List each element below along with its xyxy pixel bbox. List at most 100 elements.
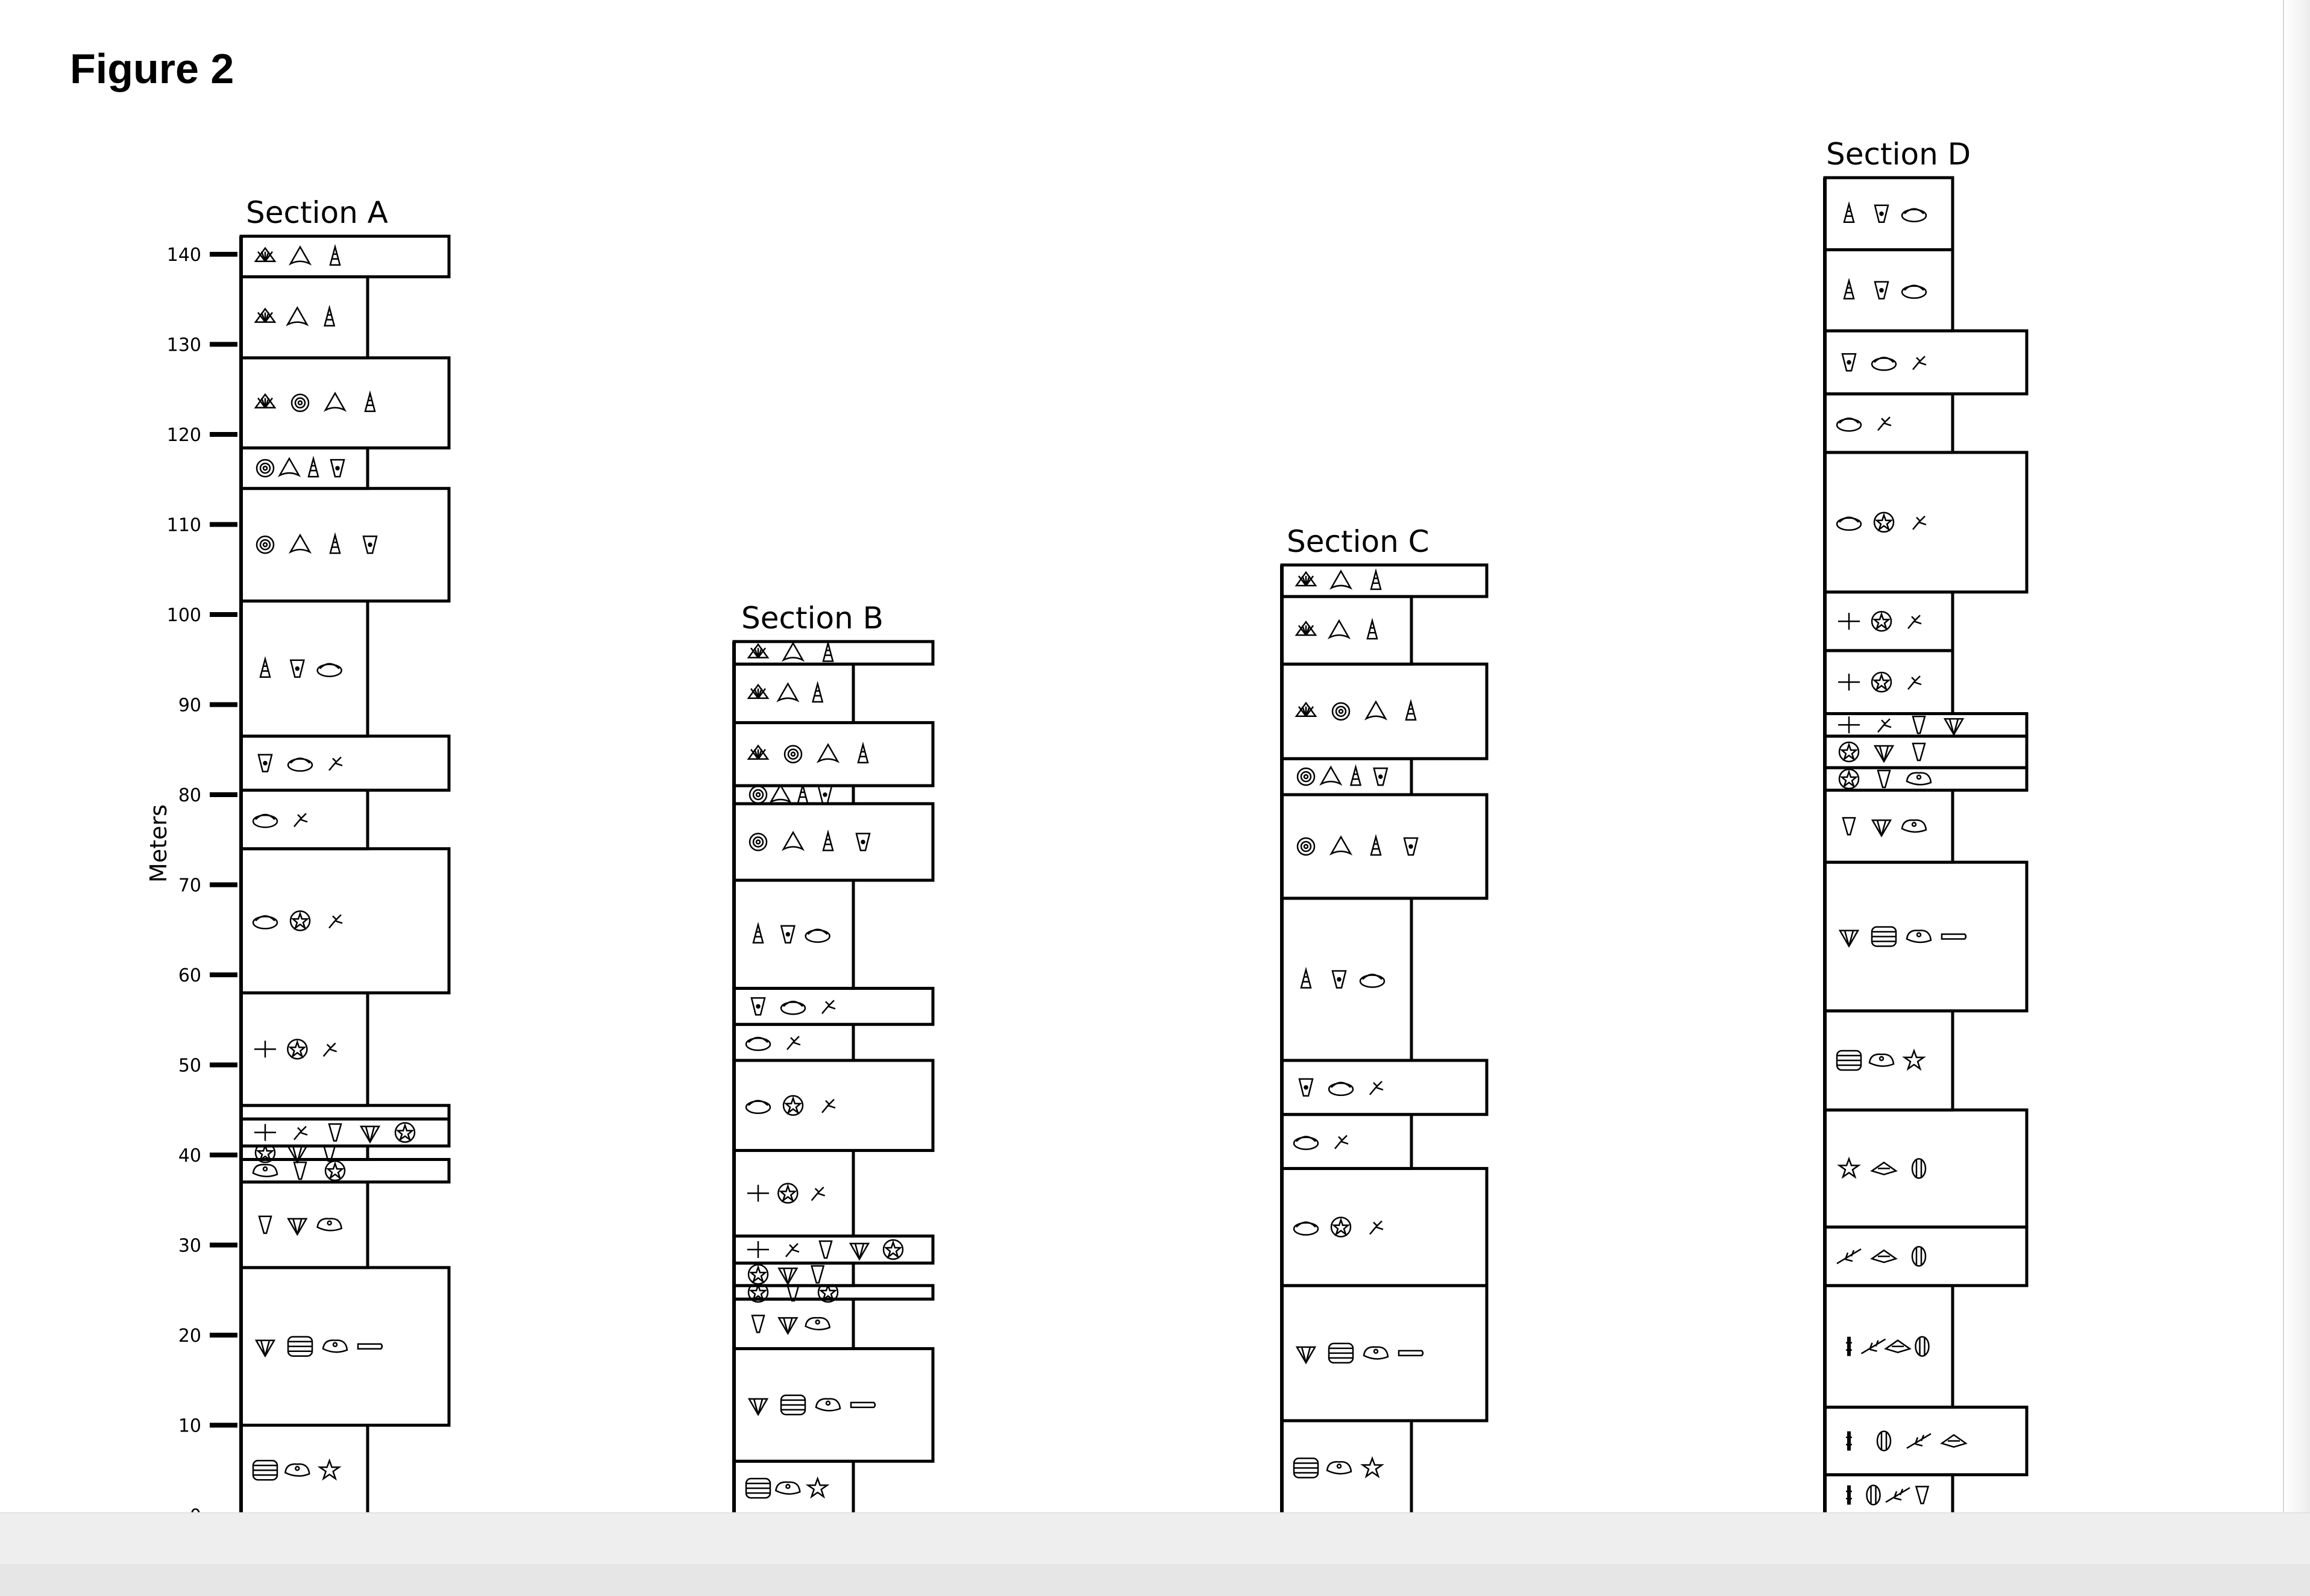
clam-icon (252, 813, 278, 828)
brachiopod-icon (1940, 1434, 1968, 1448)
horn-coral-icon (1915, 1486, 1930, 1504)
ammonite-icon (1296, 837, 1316, 856)
tusk-icon (1398, 1350, 1424, 1357)
oyster-icon (284, 1463, 310, 1477)
sand-dollar-icon (289, 910, 311, 931)
snail-icon (812, 680, 824, 703)
clam-icon (1328, 1081, 1354, 1097)
rock-bed (1823, 329, 2029, 396)
rock-bed (239, 275, 369, 360)
stem-icon (1846, 1485, 1852, 1505)
shark-tooth-icon (286, 306, 309, 327)
rock-bed (239, 734, 451, 792)
crinoid-cup-icon (777, 1267, 799, 1286)
trace-icon (1907, 675, 1922, 690)
figure-title: Figure 2 (70, 45, 234, 92)
snail-icon (822, 829, 834, 851)
clam-icon (1359, 974, 1386, 988)
rock-bed (1280, 1284, 1489, 1422)
section-a: Section A (239, 195, 451, 1521)
shark-tooth-icon (776, 682, 800, 703)
crinoid-cup-icon (849, 1242, 870, 1261)
clam-icon (1293, 1136, 1319, 1150)
brachiopod-icon (1870, 1161, 1898, 1175)
clam-icon (1871, 357, 1897, 371)
fern-icon (254, 1124, 276, 1141)
oyster-icon (805, 1316, 831, 1331)
sand-dollar-icon (777, 1183, 799, 1204)
tooth-icon (1874, 281, 1889, 300)
tooth-icon (330, 458, 345, 478)
crinoid-cup-icon (747, 1398, 769, 1416)
trace-icon (1334, 1134, 1349, 1150)
scallop-icon (254, 307, 277, 323)
fern-leaf-icon (1906, 1433, 1932, 1449)
snail-icon (1843, 201, 1855, 223)
snail-icon (329, 532, 341, 554)
oyster-icon (815, 1398, 841, 1412)
clam-icon (745, 1036, 771, 1051)
rock-bed (239, 847, 451, 995)
trace-icon (1369, 1220, 1384, 1235)
tooth-icon (1403, 837, 1419, 856)
oyster-icon (1906, 772, 1932, 786)
scallop-icon (254, 393, 277, 408)
snail-icon (1349, 764, 1362, 786)
trace-icon (1912, 515, 1927, 530)
starfish-icon (1837, 1156, 1861, 1179)
tusk-icon (850, 1401, 876, 1409)
sand-dollar-icon (324, 1160, 346, 1181)
axis-tick-label: 20 (178, 1325, 201, 1347)
tooth-icon (1874, 204, 1889, 223)
clam-icon (1836, 516, 1862, 531)
coral-disc-icon (252, 1460, 278, 1481)
sand-dollar-icon (394, 1122, 416, 1143)
shark-tooth-icon (323, 392, 347, 412)
trilobite-icon (1876, 1430, 1892, 1451)
section-b: Section B (732, 601, 935, 1521)
fern-icon (747, 1184, 769, 1202)
rock-bed (732, 802, 935, 882)
crinoid-cup-icon (1943, 718, 1965, 736)
tooth-icon (1841, 353, 1857, 372)
fern-icon (747, 1241, 769, 1258)
fern-icon (1838, 613, 1860, 630)
clam-icon (252, 915, 278, 930)
rock-bed (732, 986, 935, 1026)
section-d: Section D (1823, 137, 2029, 1521)
rock-bed (239, 1104, 451, 1121)
axis-tick-label: 70 (178, 875, 201, 897)
snail-icon (259, 656, 271, 678)
shark-tooth-icon (1329, 835, 1353, 856)
snail-icon (1370, 568, 1382, 590)
rock-bed (1280, 1166, 1489, 1288)
rock-bed (239, 234, 451, 278)
sand-dollar-icon (1871, 610, 1892, 632)
snail-icon (857, 741, 869, 763)
rock-bed (239, 1180, 369, 1269)
starfish-icon (1360, 1456, 1384, 1479)
coral-disc-icon (1871, 926, 1897, 947)
scallop-icon (747, 643, 770, 659)
clam-icon (780, 1001, 806, 1015)
section-label: Section D (1826, 137, 1971, 172)
fern-icon (1838, 716, 1860, 734)
brachiopod-icon (1870, 1249, 1898, 1263)
ammonite-icon (749, 833, 768, 851)
axis-tick-label: 30 (178, 1236, 201, 1257)
tooth-icon (855, 833, 871, 851)
axis-tick-label: 10 (178, 1416, 201, 1437)
rock-bed (1823, 860, 2029, 1013)
clam-icon (287, 757, 313, 772)
scallop-icon (1295, 571, 1317, 587)
shark-tooth-icon (816, 743, 840, 763)
trace-icon (322, 1042, 337, 1057)
horn-coral-icon (328, 1123, 342, 1142)
snail-icon (1843, 277, 1855, 300)
oyster-icon (252, 1163, 278, 1177)
rock-bed (239, 1266, 451, 1427)
trilobite-icon (1866, 1485, 1881, 1506)
rock-bed (732, 1059, 935, 1153)
trace-icon (1907, 615, 1922, 630)
